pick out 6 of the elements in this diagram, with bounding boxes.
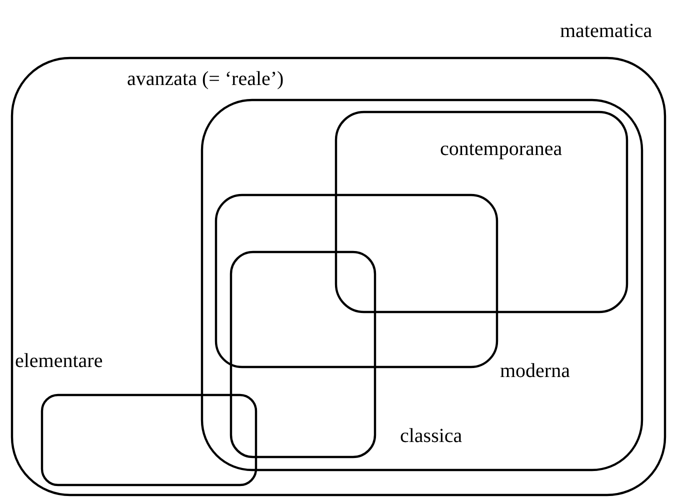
set-label: matematica [560, 20, 652, 42]
set-label: classica [400, 425, 462, 447]
set-label: contemporanea [440, 138, 562, 160]
set-label: avanzata (= ‘reale’) [127, 68, 284, 90]
set-label: moderna [500, 360, 570, 382]
set-label: elementare [15, 350, 103, 372]
